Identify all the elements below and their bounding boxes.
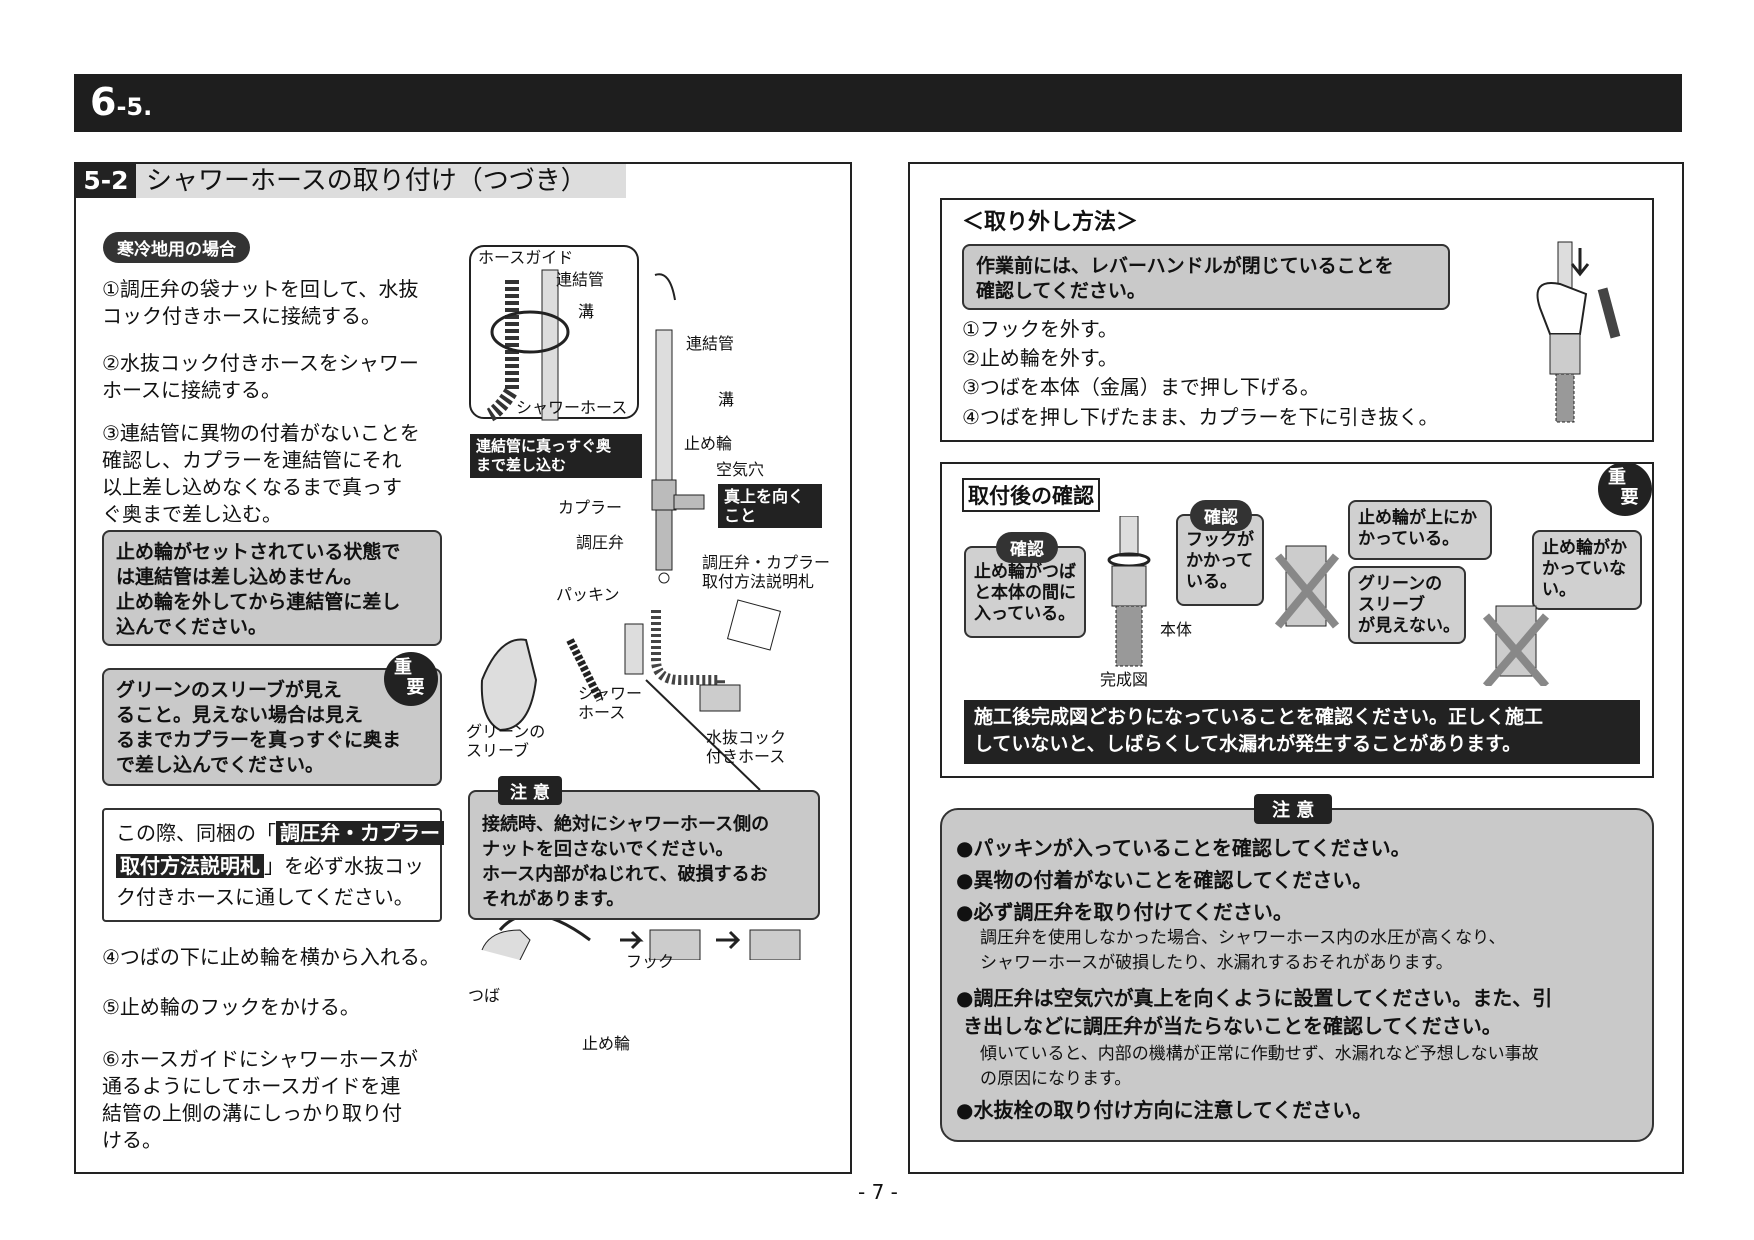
section-number: 5-2 [76, 164, 136, 198]
post-install-check [940, 462, 1654, 778]
label-setsumei: 調圧弁・カプラー 取付方法説明札 [702, 553, 831, 591]
label-chouatsu: 調圧弁 [576, 533, 625, 552]
bubble-ring-above: 止め輪が上にか かっている。 [1348, 500, 1492, 560]
note-line-1: この際、同梱の「調圧弁・カプラー [116, 820, 444, 847]
caution-item-2: ●異物の付着がないことを確認してください。 [956, 868, 1373, 892]
label-tomewa-2: 止め輪 [582, 1034, 631, 1053]
caution-item-5: ●水抜栓の取り付け方向に注意してください。 [956, 1098, 1373, 1122]
right-panel [908, 162, 1684, 1174]
removal-note-box: 作業前には、レバーハンドルが閉じていることを 確認してください。 [962, 244, 1450, 310]
label-renketsu-2: 連結管 [686, 334, 735, 353]
important-box: グリーンのスリーブが見え ること。見えない場合は見え るまでカプラーを真っすぐに… [102, 668, 442, 786]
step-4: ④つばの下に止め輪を横から入れる。 [102, 945, 440, 969]
callout-face-up: 真上を向く こと [718, 484, 822, 528]
label-hook: フック [626, 952, 675, 971]
label-packing: パッキン [556, 585, 620, 604]
label-shower-hose-2: シャワー ホース [578, 684, 643, 722]
confirm-pill-b: 確認 [1190, 500, 1252, 531]
step-2: ②水抜コック付きホースをシャワー ホースに接続する。 [102, 351, 419, 402]
warning-box-1: 止め輪がセットされている状態で は連結管は差し込めません。 止め輪を外してから連… [102, 530, 442, 646]
note-highlight-1: 調圧弁・カプラー [276, 821, 444, 845]
removal-step-2: ②止め輪を外す。 [962, 346, 1118, 370]
assembly-illustration [469, 245, 801, 960]
section-title: シャワーホースの取り付け（つづき） [146, 166, 587, 196]
step-6: ⑥ホースガイドにシャワーホースが 通るようにしてホースガイドを連 結管の上側の溝… [102, 1047, 418, 1152]
label-kuuki: 空気穴 [716, 460, 765, 479]
chapter-heading: 6-5. [90, 80, 153, 124]
section-bar [76, 164, 626, 198]
note-highlight-2: 取付方法説明札 [116, 854, 264, 878]
label-renketsu-1: 連結管 [556, 270, 605, 289]
removal-step-4: ④つばを押し下げたまま、カプラーを下に引き抜く。 [962, 405, 1439, 429]
cold-region-pill: 寒冷地用の場合 [103, 232, 250, 263]
label-mizo-1: 溝 [578, 302, 595, 321]
removal-section [940, 198, 1654, 442]
removal-illustration [1536, 241, 1621, 423]
header-bar [74, 74, 1682, 132]
label-kanseizu: 完成図 [1100, 670, 1149, 689]
removal-step-1: ①フックを外す。 [962, 317, 1118, 341]
note-box [102, 808, 442, 922]
step-3: ③連結管に異物の付着がないことを 確認し、カプラーを連結管にそれ 以上差し込めな… [102, 421, 420, 526]
removal-step-3: ③つばを本体（金属）まで押し下げる。 [962, 375, 1320, 399]
caution-tag-left: 注 意 [498, 776, 562, 805]
caution-item-3-body: 調圧弁を使用しなかった場合、シャワーホース内の水圧が高くなり、 シャワーホースが… [980, 928, 1506, 973]
check-warning-black: 施工後完成図どおりになっていることを確認ください。正しく施工 していないと、しば… [964, 700, 1640, 764]
callout-insert-straight: 連結管に真っすぐ奥 まで差し込む [470, 434, 642, 478]
label-coupler: カプラー [558, 498, 623, 517]
label-mizunuki: 水抜コック 付きホース [706, 728, 787, 766]
important-badge: 重 要 [384, 652, 438, 706]
step-5: ⑤止め輪のフックをかける。 [102, 995, 360, 1019]
removal-title: ＜取り外し方法＞ [962, 210, 1139, 235]
check-illustrations [1107, 516, 1550, 686]
label-tomewa: 止め輪 [684, 434, 733, 453]
bubble-ring-missing: 止め輪がか かっていな い。 [1532, 530, 1642, 610]
caution-item-4: ●調圧弁は空気穴が真上を向くように設置してください。また、引 き出しなどに調圧弁… [956, 986, 1553, 1038]
caution-item-4-body: 傾いていると、内部の機構が正常に作動せず、水漏れなど予想しない事故 の原因になり… [980, 1044, 1539, 1089]
page-number: - 7 - [858, 1180, 898, 1204]
label-hontai: 本体 [1160, 620, 1193, 639]
confirm-pill-a: 確認 [996, 532, 1058, 563]
note-line-3: ク付きホースに通してください。 [116, 885, 414, 909]
label-mizo-2: 溝 [718, 390, 735, 409]
caution-box-right [940, 808, 1654, 1142]
caution-tag-right: 注 意 [1254, 794, 1333, 824]
note-line-2: 取付方法説明札」を必ず水抜コッ [116, 853, 424, 880]
caution-item-3: ●必ず調圧弁を取り付けてください。 [956, 900, 1293, 924]
label-green-sleeve: グリーンの スリーブ [466, 722, 546, 760]
check-title: 取付後の確認 [962, 478, 1100, 512]
caution-item-1: ●パッキンが入っていることを確認してください。 [956, 836, 1411, 860]
left-panel [74, 162, 852, 1174]
label-tsuba: つば [468, 986, 501, 1005]
step-1: ①調圧弁の袋ナットを回して、水抜 コック付きホースに接続する。 [102, 277, 419, 328]
caution-box-left: 接続時、絶対にシャワーホース側の ナットを回さないでください。 ホース内部がねじ… [468, 790, 820, 920]
bubble-sleeve-hidden: グリーンの スリーブ が見えない。 [1348, 566, 1466, 644]
label-shower-hose-1: シャワーホース [516, 398, 628, 417]
important-badge-right: 重 要 [1598, 462, 1652, 516]
label-hose-guide: ホースガイド [478, 248, 574, 267]
